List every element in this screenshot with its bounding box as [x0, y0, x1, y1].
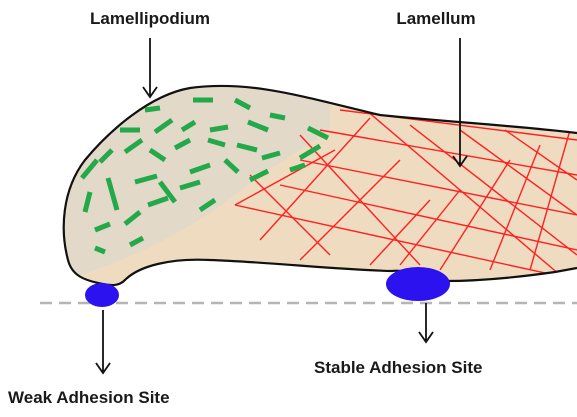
actin-filament	[145, 108, 160, 110]
lamellipodium-arrow	[143, 38, 157, 97]
lamellipodium-label: Lamellipodium	[90, 9, 210, 28]
actin-filament	[210, 127, 228, 130]
weak-adhesion-arrow	[96, 310, 110, 373]
stable-adhesion-arrow	[419, 303, 433, 342]
weak-adhesion-site	[85, 283, 119, 307]
stable-adhesion-site	[386, 267, 450, 301]
actin-filament	[270, 115, 285, 118]
stable-adhesion-label: Stable Adhesion Site	[314, 358, 482, 377]
lamellum-label: Lamellum	[396, 9, 475, 28]
weak-adhesion-label: Weak Adhesion Site	[8, 388, 170, 407]
